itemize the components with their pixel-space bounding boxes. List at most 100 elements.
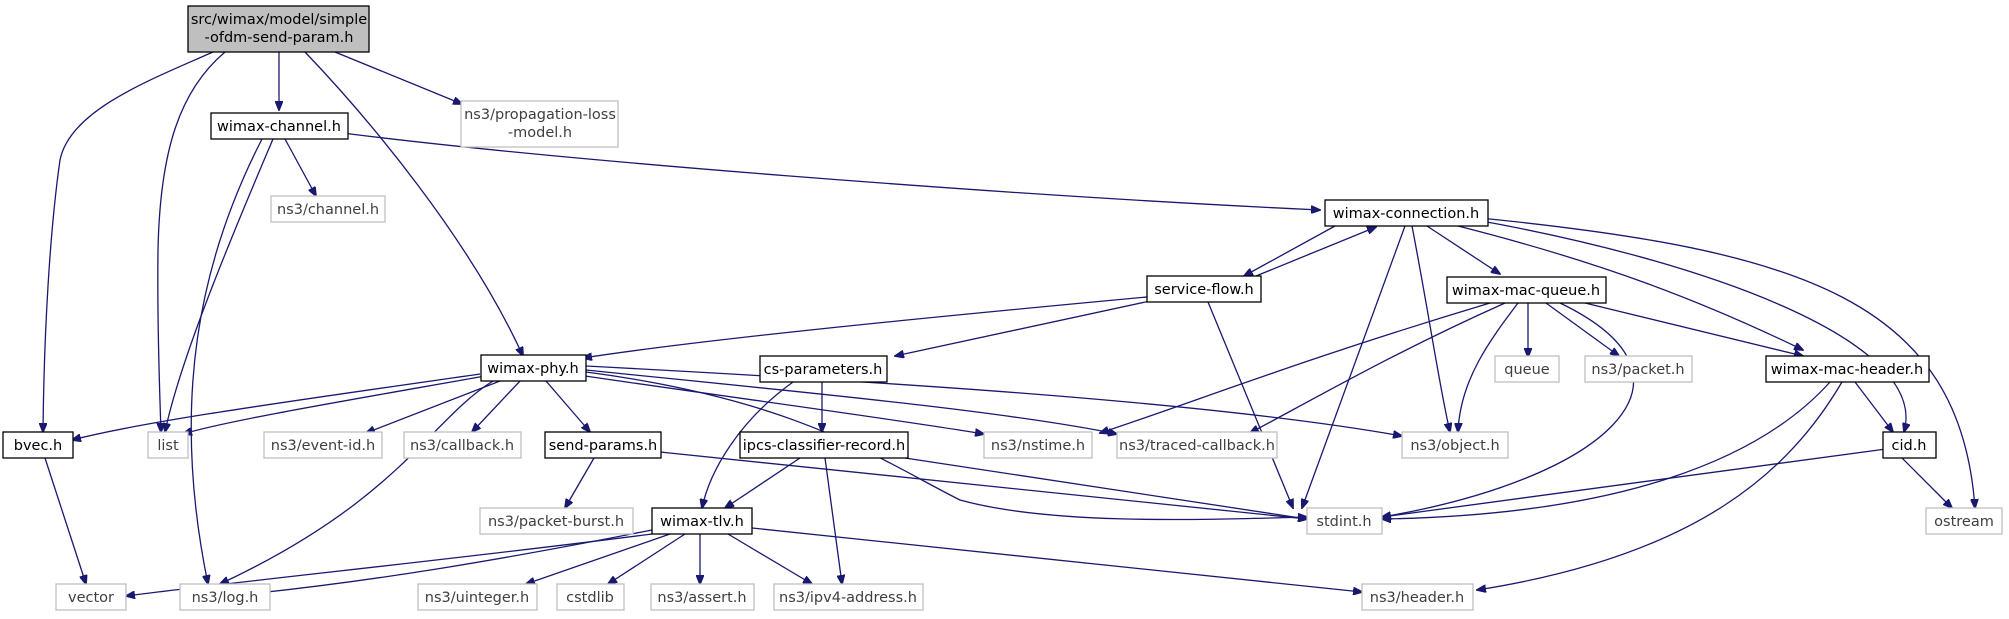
edge-phy-list (183, 375, 486, 434)
node-root-label-line1: src/wimax/model/simple (191, 12, 367, 28)
node-stdint[interactable]: stdint.h (1306, 507, 1383, 535)
node-cs-parameters-label: cs-parameters.h (764, 362, 883, 378)
edge-phy-bvec (72, 373, 481, 440)
node-ns3-nstime-label: ns3/nstime.h (991, 438, 1085, 454)
node-ns3-object-label: ns3/object.h (1410, 438, 1499, 454)
node-wimax-phy[interactable]: wimax-phy.h (480, 354, 587, 382)
node-wimax-tlv-label: wimax-tlv.h (660, 514, 744, 530)
node-ns3-nstime[interactable]: ns3/nstime.h (983, 431, 1093, 459)
node-ns3-ipv4-address-label: ns3/ipv4-address.h (779, 590, 917, 606)
node-service-flow[interactable]: service-flow.h (1146, 275, 1262, 303)
edge-channel-list (165, 138, 274, 432)
node-ns3-channel-label: ns3/channel.h (277, 202, 379, 218)
edge-serviceflow-connection (1255, 227, 1376, 277)
node-ns3-header-label: ns3/header.h (1370, 590, 1464, 606)
node-list-label: list (157, 438, 179, 454)
node-bvec[interactable]: bvec.h (2, 431, 74, 459)
edge-macqueue-traced (1250, 302, 1506, 433)
edges (43, 51, 1975, 596)
node-ns3-log-label: ns3/log.h (192, 590, 259, 606)
nodes: src/wimax/model/simple -ofdm-send-param.… (2, 5, 2003, 611)
node-wimax-connection[interactable]: wimax-connection.h (1324, 199, 1489, 227)
edge-cid-ostream (1901, 457, 1952, 508)
edge-macheader-header (1477, 381, 1843, 590)
node-vector-label: vector (68, 590, 114, 606)
node-wimax-channel[interactable]: wimax-channel.h (210, 112, 349, 140)
node-list[interactable]: list (147, 431, 189, 459)
node-wimax-mac-queue-label: wimax-mac-queue.h (1452, 283, 1600, 299)
node-ns3-object[interactable]: ns3/object.h (1401, 431, 1509, 459)
node-wimax-tlv[interactable]: wimax-tlv.h (651, 507, 753, 535)
node-send-params-label: send-params.h (549, 438, 658, 454)
node-ns3-packet[interactable]: ns3/packet.h (1584, 355, 1693, 383)
node-ns3-traced-callback[interactable]: ns3/traced-callback.h (1116, 431, 1278, 459)
node-ns3-callback-label: ns3/callback.h (410, 438, 514, 454)
node-ostream-label: ostream (1934, 514, 1994, 530)
node-ns3-assert-label: ns3/assert.h (657, 590, 746, 606)
edge-serviceflow-stdint (1207, 301, 1293, 508)
edge-tlv-log (258, 529, 653, 593)
edge-macqueue-macheader (1584, 302, 1803, 356)
edge-macqueue-object (1458, 302, 1519, 432)
node-ns3-ipv4-address[interactable]: ns3/ipv4-address.h (773, 583, 924, 611)
node-ns3-callback[interactable]: ns3/callback.h (403, 431, 522, 459)
edge-phy-callback (472, 380, 521, 432)
node-ns3-uinteger[interactable]: ns3/uinteger.h (417, 583, 538, 611)
node-ns3-log[interactable]: ns3/log.h (179, 583, 271, 611)
edge-phy-sendparams (545, 380, 590, 432)
node-ns3-packet-burst[interactable]: ns3/packet-burst.h (479, 507, 634, 535)
edge-ipcs-ipv4 (824, 457, 842, 584)
edge-ipcs-tlv (725, 457, 801, 508)
node-cid[interactable]: cid.h (1882, 431, 1937, 459)
node-cid-label: cid.h (1891, 438, 1926, 454)
node-ns3-propagation-line1: ns3/propagation-loss (464, 107, 616, 123)
edge-sendparams-stdint (659, 451, 1307, 519)
node-ns3-assert[interactable]: ns3/assert.h (650, 583, 755, 611)
edge-macqueue-nstime (1100, 302, 1491, 433)
edge-root-bvec (43, 51, 214, 432)
edge-connection-serviceflow (1244, 225, 1336, 276)
edge-tlv-cstdlib (608, 533, 686, 584)
node-ns3-packet-burst-label: ns3/packet-burst.h (488, 514, 624, 530)
node-wimax-mac-header[interactable]: wimax-mac-header.h (1765, 355, 1930, 383)
edge-connection-ostream (1479, 217, 1975, 508)
edge-serviceflow-phy (583, 296, 1148, 358)
node-ns3-propagation-line2: -model.h (508, 125, 572, 141)
node-ostream[interactable]: ostream (1925, 507, 2003, 535)
node-queue-label: queue (1504, 362, 1550, 378)
node-cs-parameters[interactable]: cs-parameters.h (759, 355, 888, 383)
node-ipcs-classifier[interactable]: ipcs-classifier-record.h (739, 431, 909, 459)
node-queue[interactable]: queue (1494, 355, 1560, 383)
node-ns3-traced-callback-label: ns3/traced-callback.h (1119, 438, 1275, 454)
node-ns3-header[interactable]: ns3/header.h (1361, 583, 1474, 611)
node-vector[interactable]: vector (55, 583, 127, 611)
edge-connection-macqueue (1426, 225, 1500, 274)
node-ns3-uinteger-label: ns3/uinteger.h (425, 590, 529, 606)
edge-phy-log (220, 380, 494, 584)
edge-tlv-ipv4 (727, 533, 812, 584)
node-service-flow-label: service-flow.h (1154, 282, 1254, 298)
edge-phy-stdint (585, 371, 1307, 520)
edge-phy-eventid (366, 380, 501, 433)
node-send-params[interactable]: send-params.h (544, 431, 662, 459)
edge-connection-object (1411, 225, 1450, 432)
edge-csparams-tlv (702, 381, 794, 508)
node-cstdlib-label: cstdlib (566, 590, 614, 606)
edge-channel-ns3channel (284, 138, 316, 196)
edge-channel-log (190, 138, 263, 584)
node-ns3-event-id[interactable]: ns3/event-id.h (263, 431, 383, 459)
edge-connection-cid (1475, 219, 1906, 432)
edge-root-list (158, 51, 226, 432)
node-wimax-mac-queue[interactable]: wimax-mac-queue.h (1446, 276, 1607, 304)
node-ipcs-classifier-label: ipcs-classifier-record.h (743, 438, 905, 454)
edge-bvec-vector (44, 457, 86, 584)
node-ns3-packet-label: ns3/packet.h (1591, 362, 1684, 378)
node-root[interactable]: src/wimax/model/simple -ofdm-send-param.… (187, 5, 370, 53)
node-root-label-line2: -ofdm-send-param.h (204, 30, 353, 46)
node-ns3-channel[interactable]: ns3/channel.h (270, 195, 386, 223)
node-ns3-propagation[interactable]: ns3/propagation-loss -model.h (460, 100, 619, 148)
node-ns3-event-id-label: ns3/event-id.h (271, 438, 375, 454)
edge-ipcs-stdint (904, 457, 1307, 519)
node-cstdlib[interactable]: cstdlib (556, 583, 625, 611)
edge-connection-macheader (1457, 225, 1803, 350)
